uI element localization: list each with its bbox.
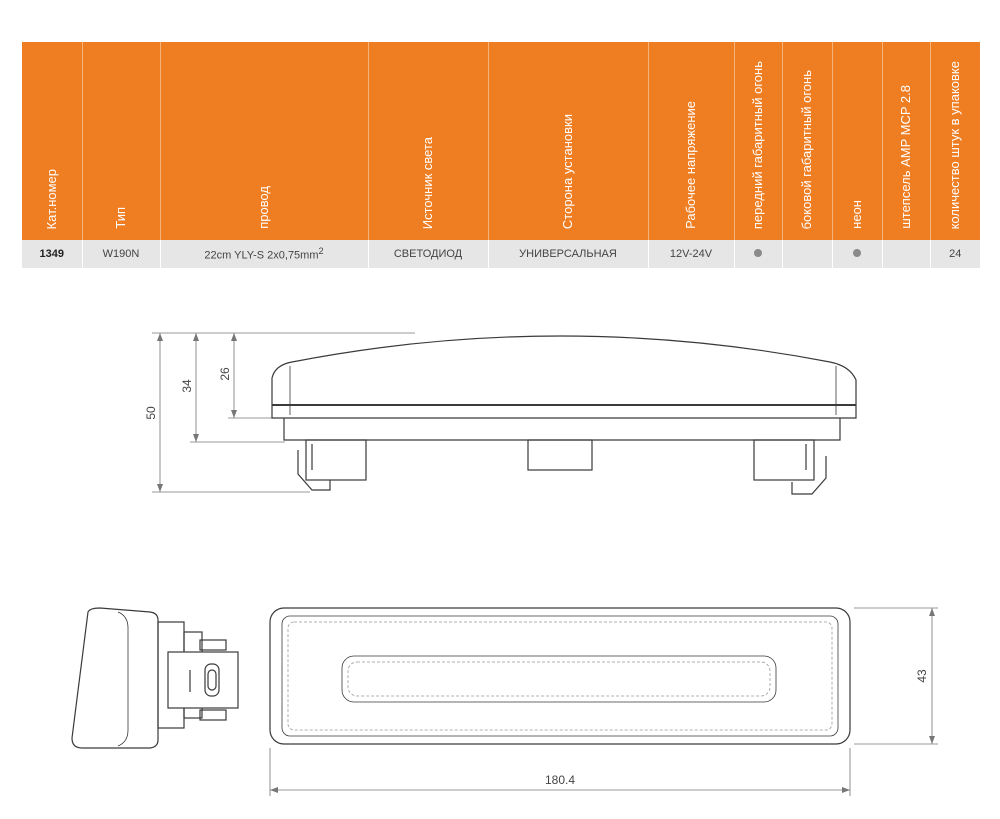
header-row: Кат.номер Тип провод Источник света Стор…: [22, 42, 980, 240]
header-quantity: количество штук в упаковке: [930, 42, 980, 240]
cell-voltage: 12V-24V: [648, 240, 735, 268]
dot-marker: [853, 249, 861, 257]
cell-wire: 22cm YLY-S 2x0,75mm2: [160, 240, 369, 268]
header-cat-number: Кат.номер: [22, 42, 83, 240]
cell-front-marker: [734, 240, 783, 268]
cell-amp-plug: [882, 240, 931, 268]
dim-height-total: 50: [144, 406, 158, 420]
dim-height-body: 34: [180, 379, 194, 393]
dim-length: 180.4: [545, 773, 575, 787]
header-wire: провод: [160, 42, 369, 240]
header-side-marker: боковой габаритный огонь: [782, 42, 833, 240]
cell-cat-number: 1349: [22, 240, 83, 268]
cell-side-marker: [782, 240, 833, 268]
table-row: 1349 W190N 22cm YLY-S 2x0,75mm2 СВЕТОДИО…: [22, 240, 980, 268]
top-view: [269, 607, 938, 796]
cell-light-source: СВЕТОДИОД: [368, 240, 489, 268]
dim-width: 43: [915, 669, 929, 683]
header-amp-plug: штепсель AMP MCP 2.8: [882, 42, 931, 240]
cell-neon: [832, 240, 883, 268]
header-mount-side: Сторона установки: [488, 42, 649, 240]
header-light-source: Источник света: [368, 42, 489, 240]
header-neon: неон: [832, 42, 883, 240]
profile-view: [71, 607, 239, 749]
cell-mount-side: УНИВЕРСАЛЬНАЯ: [488, 240, 649, 268]
side-view: [152, 332, 857, 495]
spec-table: Кат.номер Тип провод Источник света Стор…: [22, 42, 980, 268]
cell-quantity: 24: [930, 240, 980, 268]
cell-wire-text: 22cm YLY-S 2x0,75mm: [204, 249, 319, 262]
dim-height-lens: 26: [218, 367, 232, 381]
header-voltage: Рабочее напряжение: [648, 42, 735, 240]
header-type: Тип: [82, 42, 161, 240]
dot-marker: [754, 249, 762, 257]
cell-type: W190N: [82, 240, 161, 268]
cell-wire-sup: 2: [318, 246, 324, 257]
header-front-marker: передний габаритный огонь: [734, 42, 783, 240]
